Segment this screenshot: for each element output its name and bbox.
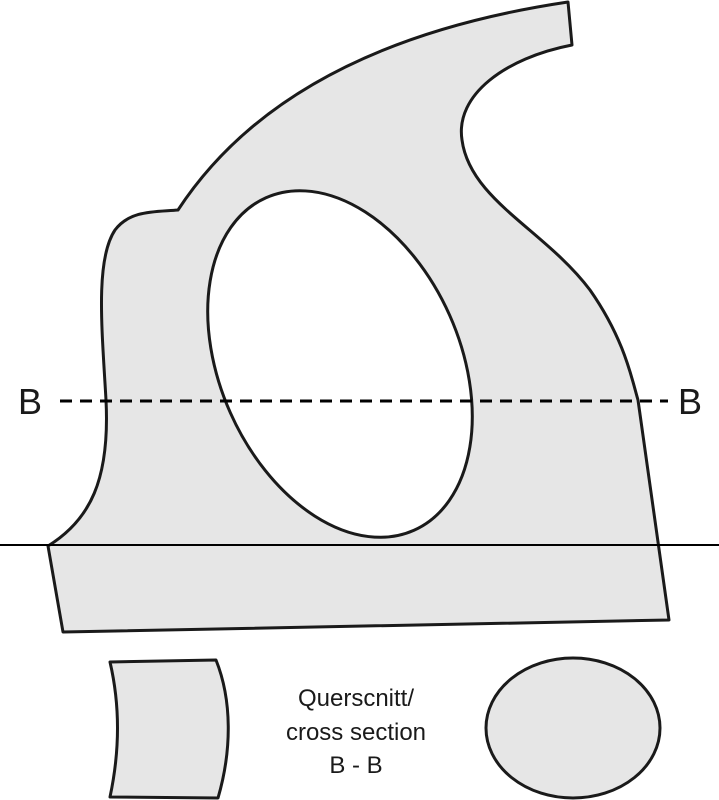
oval-hole [206, 189, 474, 539]
caption-line-2: cross section [286, 719, 426, 746]
cross-section-ellipse [484, 656, 662, 800]
cross-section-rectangle [108, 658, 230, 800]
section-label-right: B [678, 381, 702, 422]
caption-line-3: B - B [329, 752, 382, 779]
section-label-left: B [18, 381, 42, 422]
caption-line-1: Querscnitt/ [298, 685, 414, 712]
